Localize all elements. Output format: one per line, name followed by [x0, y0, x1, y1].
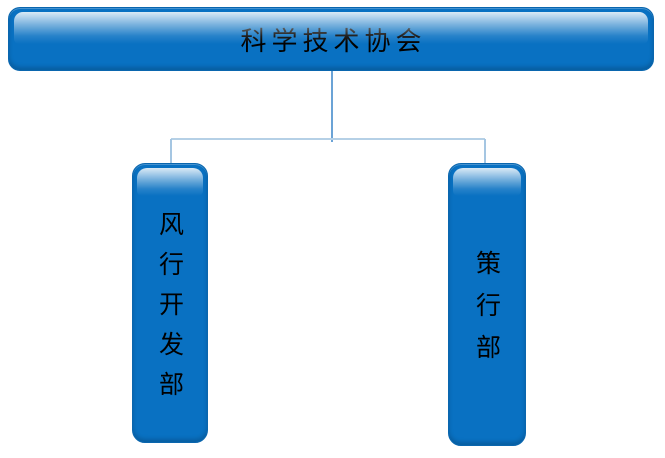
org-node-child-1-label: 风行开发部	[155, 210, 185, 411]
org-node-root[interactable]: 科学技术协会	[8, 7, 654, 71]
connector-drop-left	[170, 139, 172, 163]
org-node-child-2-label: 策行部	[472, 250, 502, 376]
connector-stem	[331, 71, 333, 142]
org-node-root-label: 科学技术协会	[240, 26, 427, 57]
gloss-highlight	[453, 168, 521, 196]
gloss-highlight	[137, 168, 203, 196]
connector-drop-right	[484, 139, 486, 163]
org-node-child-2[interactable]: 策行部	[448, 163, 526, 446]
org-node-child-1[interactable]: 风行开发部	[132, 163, 208, 443]
connector-crossbar	[171, 138, 485, 140]
